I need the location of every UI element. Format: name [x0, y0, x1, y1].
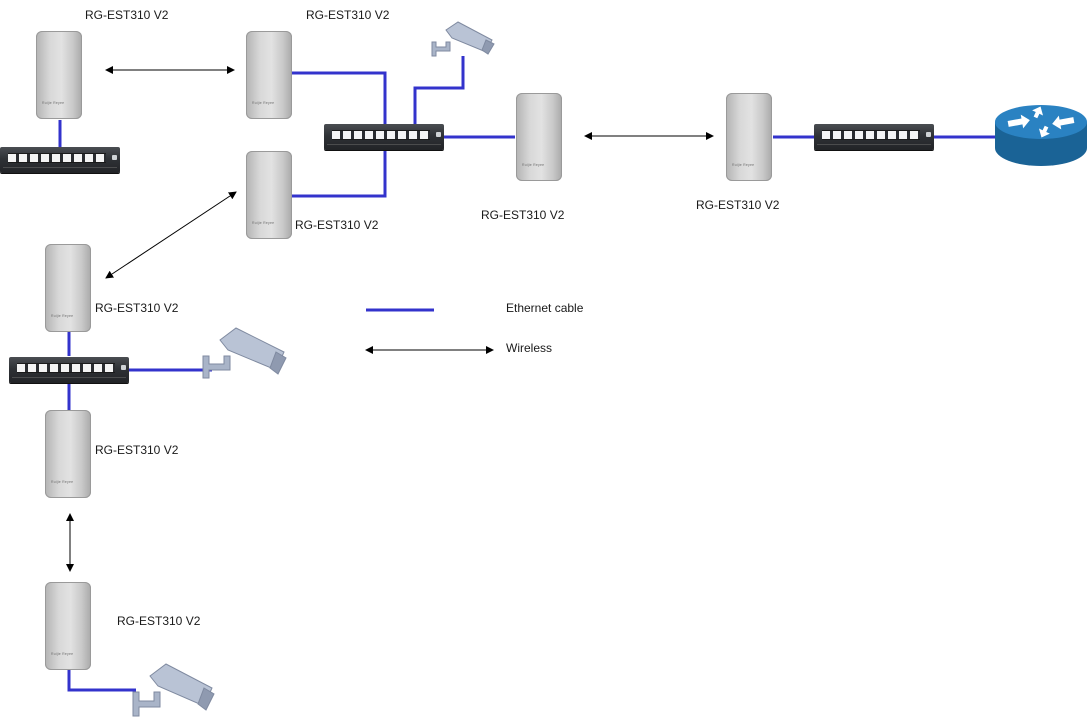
switch-ports — [822, 130, 920, 140]
switch-port-uplink — [112, 155, 117, 160]
ap-brand: Ruijie Reyee — [732, 163, 755, 167]
ethernet-cables — [58, 56, 995, 692]
switch-edge — [3, 167, 117, 171]
legend-wireless-label: Wireless — [506, 341, 553, 355]
access-point-4[interactable]: Ruijie Reyee — [45, 244, 91, 332]
switch-port-uplink — [926, 132, 931, 137]
switch-port-uplink — [121, 365, 126, 370]
device-label-ap3: RG-EST310 V2 — [295, 218, 379, 232]
switch-edge — [817, 144, 931, 148]
switch-3[interactable] — [814, 124, 934, 150]
switch-port-uplink — [436, 132, 441, 137]
device-label-ap1: RG-EST310 V2 — [85, 8, 169, 22]
switch-ports — [332, 130, 430, 140]
camera-icon[interactable] — [130, 660, 216, 718]
wireless-link-ap3-ap4 — [105, 191, 237, 279]
ap-brand: Ruijie Reyee — [51, 652, 74, 656]
switch-edge — [327, 144, 441, 148]
access-point-1[interactable]: Ruijie Reyee — [36, 31, 82, 119]
device-label-ap2: RG-EST310 V2 — [306, 8, 390, 22]
access-point-8[interactable]: Ruijie Reyee — [45, 582, 91, 670]
device-label-ap5: RG-EST310 V2 — [481, 208, 565, 222]
switch-ports — [8, 153, 106, 163]
camera-icon[interactable] — [430, 18, 496, 60]
access-point-5[interactable]: Ruijie Reyee — [516, 93, 562, 181]
ethernet-cable-ap2-switch2 — [292, 71, 387, 124]
ap-brand: Ruijie Reyee — [42, 101, 65, 105]
camera-icon[interactable] — [200, 324, 288, 382]
access-point-2[interactable]: Ruijie Reyee — [246, 31, 292, 119]
switch-2[interactable] — [324, 124, 444, 150]
router-icon[interactable] — [994, 104, 1088, 170]
ap-brand: Ruijie Reyee — [51, 480, 74, 484]
legend-ethernet-label: Ethernet cable — [506, 301, 584, 315]
ap-brand: Ruijie Reyee — [252, 221, 275, 225]
switch-4[interactable] — [9, 357, 129, 383]
ap-brand: Ruijie Reyee — [252, 101, 275, 105]
switch-ports — [17, 363, 115, 373]
ethernet-cable-ap3-switch2 — [292, 151, 387, 198]
device-label-ap7: RG-EST310 V2 — [95, 443, 179, 457]
wireless-links — [66, 66, 714, 572]
switch-1[interactable] — [0, 147, 120, 173]
device-label-ap8: RG-EST310 V2 — [117, 614, 201, 628]
device-label-ap4: RG-EST310 V2 — [95, 301, 179, 315]
ap-brand: Ruijie Reyee — [51, 314, 74, 318]
access-point-6[interactable]: Ruijie Reyee — [726, 93, 772, 181]
switch-edge — [12, 377, 126, 381]
ethernet-cable-ap8-camera3 — [67, 669, 136, 692]
access-point-7[interactable]: Ruijie Reyee — [45, 410, 91, 498]
ap-brand: Ruijie Reyee — [522, 163, 545, 167]
ethernet-cable-camera1-switch2 — [413, 56, 465, 124]
access-point-3[interactable]: Ruijie Reyee — [246, 151, 292, 239]
device-label-ap6: RG-EST310 V2 — [696, 198, 780, 212]
